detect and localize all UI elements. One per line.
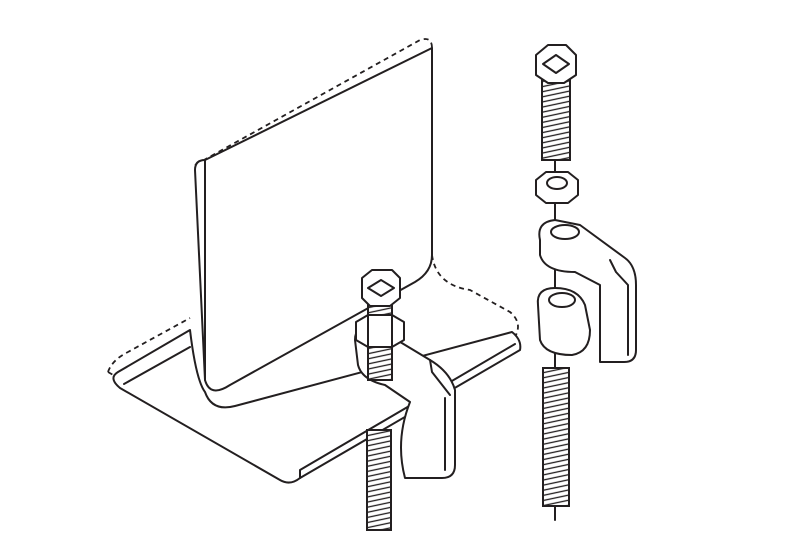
exploded-bolt-head — [535, 44, 577, 84]
exploded-threaded-rod — [542, 367, 570, 507]
clamp-lower-hole — [548, 292, 576, 308]
installed-threaded-rod — [366, 429, 392, 531]
beam-hidden-edges — [107, 38, 519, 481]
beam — [107, 38, 522, 484]
nut-hole — [546, 176, 568, 190]
clamp-upper-hole — [550, 224, 580, 240]
exploded-clamp-upper — [538, 219, 637, 363]
installed-clamp — [354, 269, 456, 531]
exploded-parts — [535, 44, 637, 521]
exploded-bolt-shank — [541, 71, 571, 161]
installed-jam-nut — [355, 314, 405, 348]
installed-bolt-head — [361, 269, 401, 307]
